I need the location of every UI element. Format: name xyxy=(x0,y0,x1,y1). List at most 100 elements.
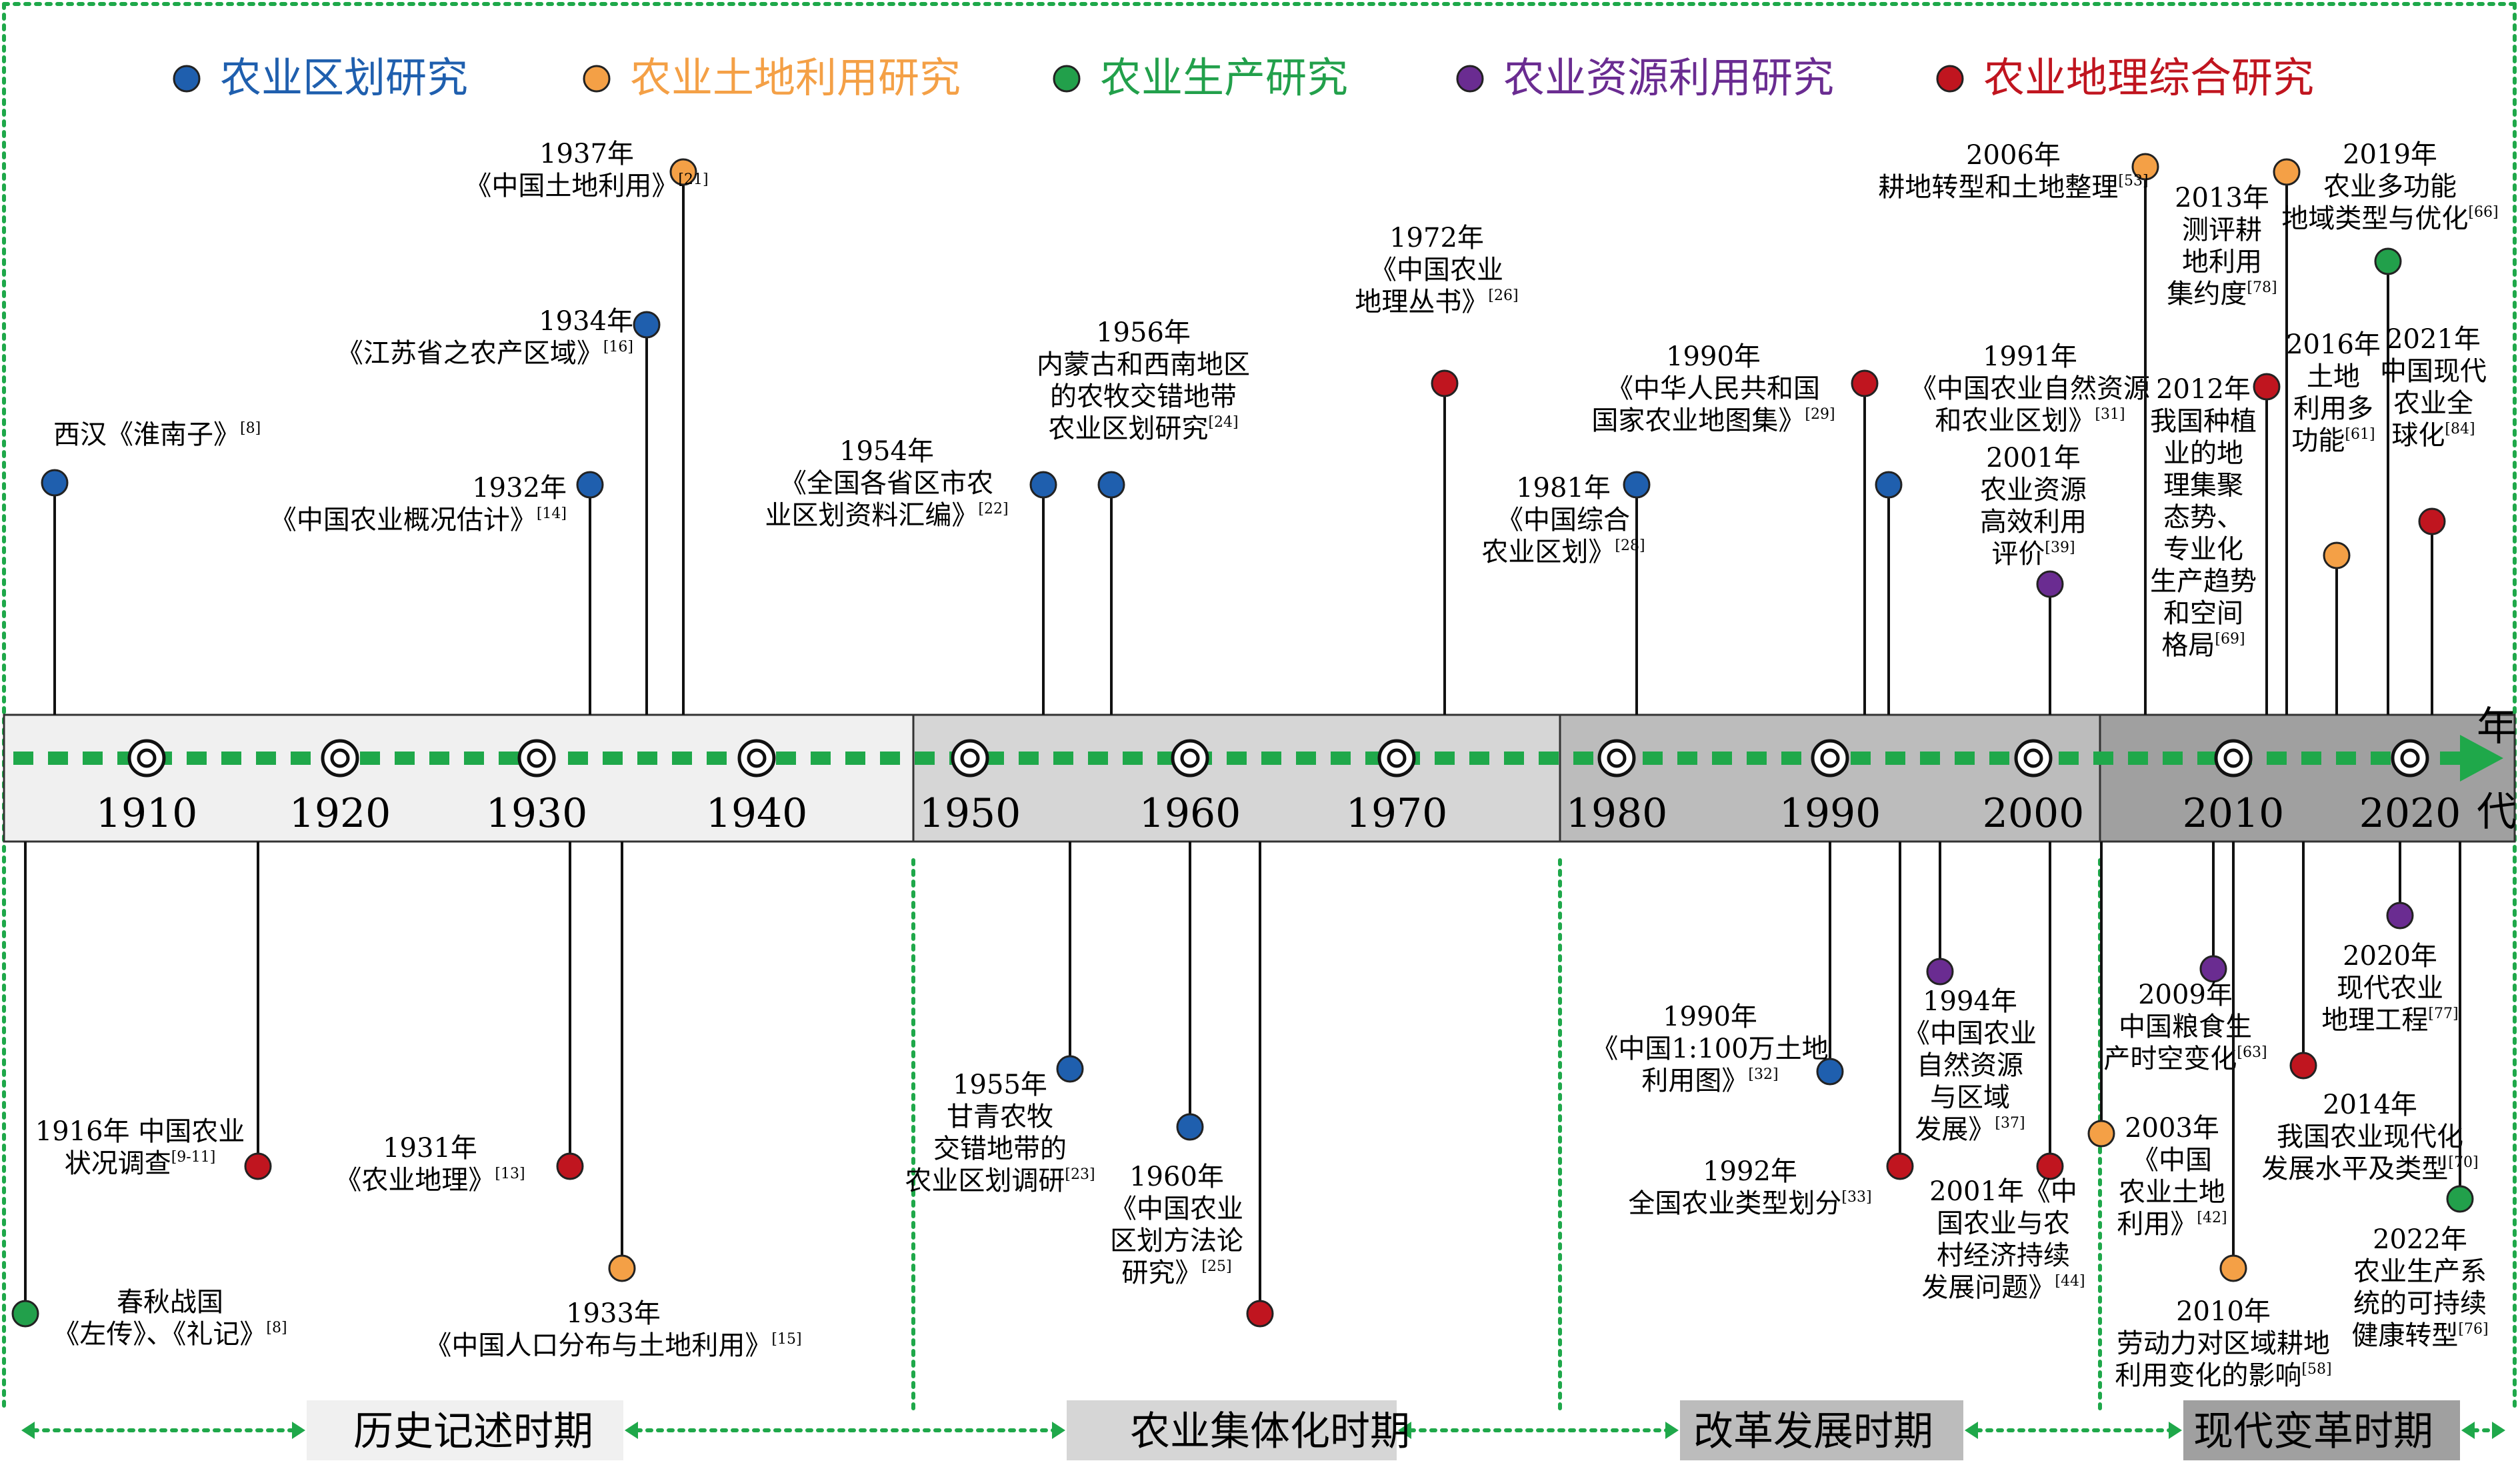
period-labels: 历史记述时期农业集体化时期改革发展时期现代变革时期 xyxy=(21,1400,2505,1460)
event-marker xyxy=(1431,369,1459,397)
event-text-line: 2001年《中 xyxy=(1929,1176,2077,1207)
decade-marker-inner xyxy=(137,748,157,768)
decade-marker-inner xyxy=(960,748,980,768)
event-citation: [26] xyxy=(1488,287,1518,304)
event-text-line: 我国种植 xyxy=(2150,406,2257,437)
event-text: 2014年 xyxy=(2323,1090,2417,1120)
legend-label: 农业区划研究 xyxy=(220,53,468,102)
event-text-line: 与区域 xyxy=(1930,1082,2010,1113)
timeline-event: 西汉《淮南子》[8] xyxy=(41,419,261,715)
decade-tick-label: 2000 xyxy=(1983,790,2085,837)
event-text-line: 地理工程[77] xyxy=(2321,1005,2458,1036)
event-text: 《中国 xyxy=(2132,1145,2212,1176)
event-marker xyxy=(2374,247,2402,275)
decade-tick-label: 1960 xyxy=(1139,790,1241,837)
event-marker xyxy=(669,158,697,186)
event-text: 1991年 xyxy=(1983,341,2077,372)
event-text: 1994年 xyxy=(1923,986,2017,1017)
event-text: 土地 xyxy=(2307,361,2360,392)
event-text: 《农业地理》 xyxy=(335,1165,495,1196)
event-text: 农业全 xyxy=(2393,388,2473,419)
event-text-line: 专业化 xyxy=(2163,534,2243,565)
event-text-line: 2020年 xyxy=(2343,941,2437,972)
event-text-line: 1934年 xyxy=(539,306,633,337)
event-text: 地利用 xyxy=(2182,247,2262,277)
event-text: 2020年 xyxy=(2343,941,2437,972)
event-text-line: 1954年 xyxy=(839,436,934,467)
event-text-line: 1931年 xyxy=(383,1133,477,1164)
connector-arrowhead xyxy=(2492,1422,2505,1439)
event-text-line: 2022年 xyxy=(2373,1224,2467,1255)
event-text: 《中国1:100万土地 xyxy=(1591,1034,1828,1064)
period-band xyxy=(1559,713,2101,843)
legend-label: 农业资源利用研究 xyxy=(1503,53,1834,102)
decade-tick-label: 2020 xyxy=(2359,790,2461,837)
event-text: 农业多功能 xyxy=(2323,171,2457,202)
event-text: 《中华人民共和国 xyxy=(1607,373,1820,404)
event-text: 春秋战国 xyxy=(117,1287,223,1318)
event-text-line: 发展》[37] xyxy=(1915,1114,2025,1145)
event-citation: [44] xyxy=(2055,1273,2085,1290)
event-text: 耕地转型和土地整理 xyxy=(1878,172,2118,203)
event-text: 2010年 xyxy=(2176,1296,2271,1327)
period-label: 农业集体化时期 xyxy=(1130,1408,1410,1455)
event-text: 《全国各省区市农 xyxy=(780,468,993,499)
period-label-box xyxy=(2183,1400,2460,1460)
legend: 农业区划研究农业土地利用研究农业生产研究农业资源利用研究农业地理综合研究 xyxy=(173,53,2314,102)
event-text-line: 地理丛书》[26] xyxy=(1355,287,1518,317)
connector-arrowhead xyxy=(2169,1422,2182,1439)
event-marker xyxy=(1246,1300,1274,1328)
event-text-line: 农业区划研究[24] xyxy=(1048,413,1238,444)
event-text-line: 《江苏省之农产区域》[16] xyxy=(337,338,633,369)
legend-label: 农业生产研究 xyxy=(1100,53,1348,102)
event-text: 1956年 xyxy=(1096,317,1191,348)
event-text-line: 1994年 xyxy=(1923,986,2017,1017)
timeline-event: 1932年《中国农业概况估计》[14] xyxy=(270,471,604,715)
period-label-box xyxy=(307,1400,623,1460)
connector-arrowhead xyxy=(1052,1422,1065,1439)
event-citation: [37] xyxy=(1995,1115,2025,1132)
event-text-line: 农业土地 xyxy=(2119,1177,2225,1208)
events: 西汉《淮南子》[8]1932年《中国农业概况估计》[14] 1934年《江苏省之农… xyxy=(11,139,2499,1391)
event-text-line: 《中国农业自然资源 xyxy=(1910,373,2150,404)
decade-marker-inner xyxy=(1180,748,1200,768)
event-text: 2001年 xyxy=(1986,443,2081,473)
event-text-line: 2021年 xyxy=(2386,324,2481,355)
event-text-line: 研究》[25] xyxy=(1121,1258,1231,1288)
event-text-line: 1956年 xyxy=(1096,317,1191,348)
event-text: 农业区划调研 xyxy=(905,1166,1065,1196)
event-text: 全国农业类型划分 xyxy=(1628,1188,1841,1219)
event-marker xyxy=(556,1152,584,1180)
event-text-line: 利用变化的影响[58] xyxy=(2115,1360,2331,1391)
connector-arrowhead xyxy=(625,1422,638,1439)
event-text: 发展问题》 xyxy=(1921,1272,2055,1303)
event-text: 1992年 xyxy=(1703,1156,1797,1187)
event-text: 《中国土地利用》 xyxy=(465,171,678,201)
event-text: 《中国人口分布与土地利用》 xyxy=(425,1330,771,1361)
event-text-line: 《中国农业概况估计》[14] xyxy=(270,505,567,535)
decade-marker-inner xyxy=(1820,748,1840,768)
event-text: 高效利用 xyxy=(1980,507,2087,537)
event-text-line: 状况调查[9-11] xyxy=(65,1148,216,1179)
event-text-line: 春秋战国 xyxy=(117,1287,223,1318)
event-marker xyxy=(244,1152,272,1180)
event-citation: [28] xyxy=(1615,537,1645,554)
event-text-line: 理集聚 xyxy=(2163,470,2243,501)
event-text: 业的地 xyxy=(2163,438,2243,469)
event-text: 《中国农业 xyxy=(1903,1018,2037,1049)
event-text: 1931年 xyxy=(383,1133,477,1164)
event-text-line: 2010年 xyxy=(2176,1296,2271,1327)
event-text: 球化 xyxy=(2391,420,2445,451)
event-text-line: 《中国1:100万土地 xyxy=(1591,1034,1828,1064)
event-text: 《中国农业 xyxy=(1110,1194,1243,1224)
event-text-line: 功能[61] xyxy=(2291,425,2375,456)
